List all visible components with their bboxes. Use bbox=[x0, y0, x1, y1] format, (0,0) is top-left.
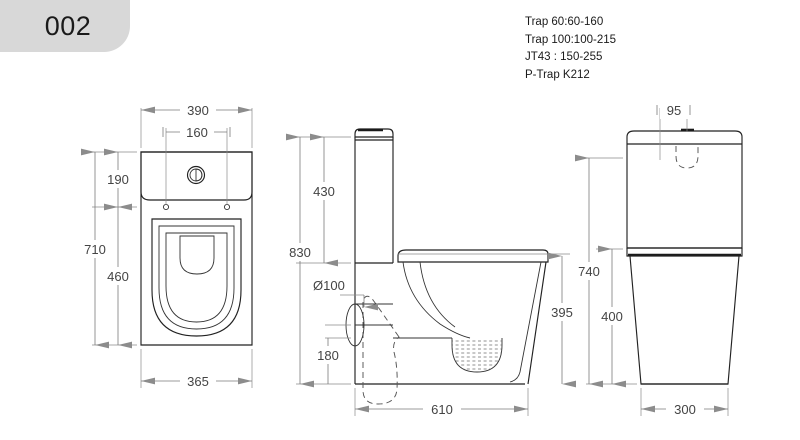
sheet-number-tab: 002 bbox=[0, 0, 130, 52]
side-cistern-top bbox=[354, 128, 394, 138]
side-seat-lid bbox=[397, 249, 549, 263]
top-view-pan-outline bbox=[140, 151, 253, 346]
side-bowl-outer-wall bbox=[527, 261, 547, 385]
dim-label-outlet-height: 180 bbox=[317, 348, 339, 363]
dim-label-overall-height: 830 bbox=[289, 245, 311, 260]
side-bowl-inner-wall bbox=[509, 261, 542, 383]
dim-label-front-button-offset: 95 bbox=[667, 103, 681, 118]
dim-label-front-bowl-height: 400 bbox=[601, 309, 623, 324]
dim-text-bg bbox=[180, 123, 214, 141]
dim-text-bg bbox=[310, 346, 346, 364]
flush-button-half-icon bbox=[195, 168, 203, 182]
note-line-3: JT43 : 150-255 bbox=[525, 51, 603, 63]
dim-text-bg bbox=[666, 400, 704, 418]
dim-label-front-overall-width: 300 bbox=[674, 402, 696, 417]
dim-text-bg bbox=[180, 101, 216, 119]
front-view-group: 95 740 400 300 bbox=[571, 101, 743, 418]
side-section-view-group: Ø100 430 830 180 395 bbox=[282, 128, 580, 418]
top-view-seat-outer bbox=[151, 218, 242, 337]
front-pan-outline bbox=[629, 255, 740, 385]
dim-label-cistern-height: 430 bbox=[313, 184, 335, 199]
top-view-flush-opening bbox=[179, 235, 215, 275]
front-cistern-outline bbox=[626, 130, 743, 249]
note-line-4: P-Trap K212 bbox=[525, 68, 590, 81]
top-view-group: 390 160 190 460 710 365 bbox=[77, 101, 253, 390]
dim-text-bg bbox=[660, 101, 688, 119]
dim-text-bg bbox=[282, 243, 318, 261]
side-bowl-interior-curve bbox=[402, 261, 471, 339]
dim-label-bowl-height: 395 bbox=[551, 305, 573, 320]
dim-text-bg bbox=[100, 267, 136, 285]
side-water-trap-outline bbox=[451, 338, 503, 373]
note-line-1: Trap 60:60-160 bbox=[525, 16, 604, 28]
front-hidden-button-outline bbox=[675, 146, 699, 169]
dim-label-front-overall-height: 740 bbox=[578, 264, 600, 279]
dim-label-bowl-depth: 460 bbox=[107, 269, 129, 284]
side-hidden-footprint bbox=[362, 295, 400, 405]
fixing-hole-left-icon bbox=[162, 203, 170, 211]
dim-text-bg bbox=[423, 400, 461, 418]
front-junction-lower bbox=[626, 248, 743, 257]
sheet-number-label: 002 bbox=[44, 10, 92, 41]
dim-text-bg bbox=[77, 240, 113, 258]
dim-text-bg bbox=[544, 303, 580, 321]
trap-notes-block: Trap 60:60-160 Trap 100:100-215 JT43 : 1… bbox=[525, 14, 616, 84]
dim-text-bg bbox=[180, 372, 216, 390]
fixing-hole-right-icon bbox=[223, 203, 231, 211]
dim-label-overall-length: 610 bbox=[431, 402, 453, 417]
dim-text-bg bbox=[594, 307, 630, 325]
flush-button-icon[interactable] bbox=[186, 165, 206, 185]
dim-label-cistern-depth: 190 bbox=[107, 172, 129, 187]
dim-text-bg bbox=[100, 170, 136, 188]
top-view-cistern-outline bbox=[140, 151, 253, 201]
side-cistern-outline bbox=[354, 137, 394, 384]
top-view-seat-ring bbox=[158, 225, 235, 330]
dim-label-outlet-diameter: Ø100 bbox=[313, 278, 345, 293]
side-bowl-rim-curve bbox=[419, 261, 456, 328]
dim-label-overall-width: 390 bbox=[187, 103, 209, 118]
dim-label-button-offset: 160 bbox=[186, 125, 208, 140]
dim-label-base-width: 365 bbox=[187, 374, 209, 389]
top-view-bowl-opening bbox=[165, 232, 228, 323]
dim-text-bg bbox=[306, 182, 342, 200]
dim-label-overall-depth: 710 bbox=[84, 242, 106, 257]
note-line-2: Trap 100:100-215 bbox=[525, 33, 617, 46]
